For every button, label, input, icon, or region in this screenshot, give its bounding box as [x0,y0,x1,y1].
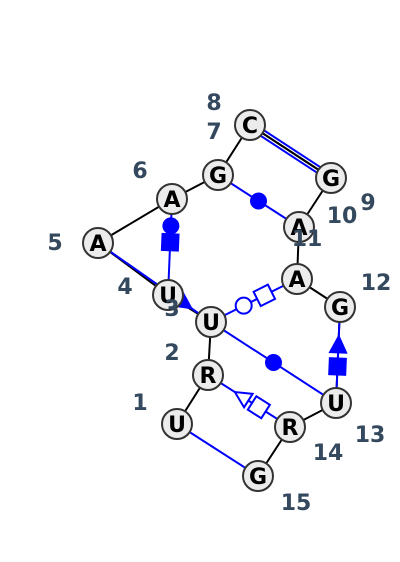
nucleotide-8: C [234,109,266,141]
nucleotide-base: R [200,364,217,389]
nucleotide-base: G [331,296,349,321]
base-pair-layer [97,121,348,477]
base-pair-line-3-11 [210,278,298,323]
position-label-1: 1 [132,391,147,416]
position-label-8: 8 [206,91,221,116]
base-pair-line-8-9-0 [251,121,334,177]
position-label-5: 5 [47,231,62,256]
nucleotide-base: A [290,216,307,241]
nucleotide-circle [283,211,315,243]
position-label-2: 2 [164,341,179,366]
nucleotide-base: A [163,188,180,213]
base-pair-line-8-9-2 [247,126,330,182]
nucleotide-circle [281,263,313,295]
position-label-4: 4 [117,275,132,300]
nucleotide-11: A [281,263,313,295]
position-label-12: 12 [361,271,392,296]
position-label-7: 7 [206,120,221,145]
base-pair-line-1-15 [176,423,259,477]
nucleotide-7: G [202,159,234,191]
nucleotide-14: R [274,411,306,443]
nucleotide-circle [324,291,356,323]
nucleotide-circle [192,359,224,391]
nucleotide-circle [152,279,184,311]
pair-dot-7-10 [250,192,267,210]
nucleotide-1: U [161,408,193,440]
nucleotide-circle [315,162,347,194]
nucleotide-10: A [283,211,315,243]
position-label-11: 11 [292,227,323,252]
nucleotide-circle [242,460,274,492]
pair-dot-4-6 [162,217,180,235]
nucleotide-circle [320,387,352,419]
nucleotide-circle [156,183,188,215]
nucleotide-12: G [324,291,356,323]
nucleotide-base: U [168,413,186,438]
nucleotide-circle [161,408,193,440]
position-label-10: 10 [327,204,358,229]
nucleotide-base: G [249,465,267,490]
position-label-9: 9 [360,191,375,216]
pair-dot-3-13 [265,354,282,371]
nucleotide-circle [82,227,114,259]
nucleotide-2: R [192,359,224,391]
nucleotide-9: G [315,162,347,194]
pair-triangle-12-13 [328,334,348,354]
nucleotide-circle [202,159,234,191]
pair-triangle-2-14 [232,390,255,410]
nucleotide-base: A [89,232,106,257]
nucleotide-circle [195,306,227,338]
position-label-15: 15 [281,491,312,516]
position-label-3: 3 [164,297,179,322]
nucleotide-base: G [322,167,340,192]
nucleotide-base: A [288,268,305,293]
pair-square-2-14 [246,394,272,420]
position-label-14: 14 [313,441,344,466]
nucleotide-circle [234,109,266,141]
base-pair-line-5-3 [97,242,212,323]
pair-circle-3-11 [234,296,253,315]
pair-square-3-11 [252,283,277,308]
pair-square-12-13 [328,357,347,376]
nucleotide-4: U [152,279,184,311]
pair-square-4-6 [160,232,180,252]
position-label-13: 13 [355,423,386,448]
nucleotide-6: A [156,183,188,215]
base-pair-line-8-9-1 [249,124,332,179]
nucleotide-15: G [242,460,274,492]
nucleotide-5: A [82,227,114,259]
nucleotide-13: U [320,387,352,419]
nucleotide-base: U [202,311,220,336]
nucleotide-circle [274,411,306,443]
nucleotide-3: U [195,306,227,338]
nucleotide-base: G [209,164,227,189]
nucleotide-base: U [327,392,345,417]
nucleotide-base: C [242,114,258,139]
position-label-6: 6 [132,159,147,184]
nucleotide-base: U [159,284,177,309]
nucleotide-base: R [282,416,299,441]
base-pair-line-12-13 [335,306,341,404]
